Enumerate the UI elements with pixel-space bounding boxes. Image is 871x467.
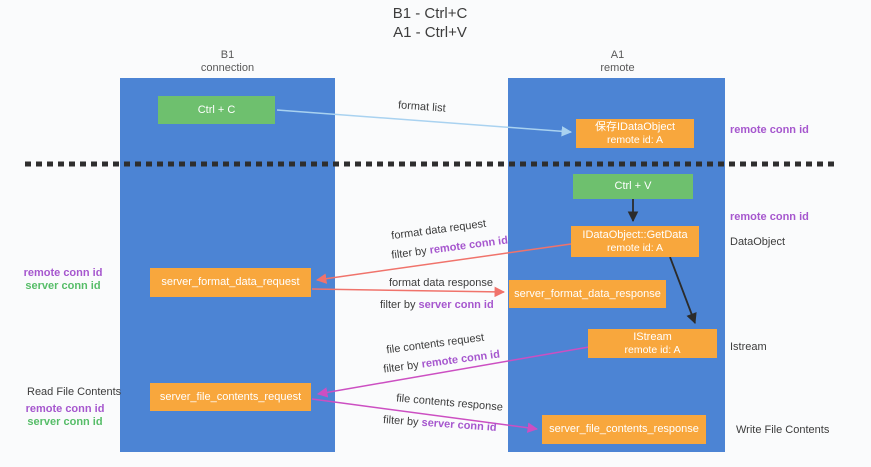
column-a1-name: A1 [610, 49, 625, 61]
server-file-contents-response-box: server_file_contents_response [542, 415, 706, 444]
diagram-title: B1 - Ctrl+C A1 - Ctrl+V [300, 4, 560, 42]
server-conn-id-text: server conn id [418, 299, 494, 311]
column-b1-role: connection [200, 62, 255, 74]
getdata-line2: remote id: A [606, 241, 664, 254]
format-data-request-arrow [315, 243, 572, 284]
ctrl-v-label: Ctrl + V [614, 180, 652, 192]
server-format-data-response-label: server_format_data_response [514, 287, 661, 300]
filter-by-server-conn-id-label-1: filter by server conn id [380, 299, 494, 311]
server-format-data-response-box: server_format_data_response [509, 280, 666, 308]
remote-conn-id-right-mid: remote conn id [730, 211, 809, 223]
istream-side-label: Istream [730, 341, 767, 353]
save-idataobject-line1: 保存IDataObject [594, 120, 676, 133]
file-contents-response-arrow [311, 398, 539, 433]
file-contents-request-arrow [316, 346, 590, 398]
read-file-contents-label: Read File Contents [27, 386, 122, 398]
title-line-2: A1 - Ctrl+V [393, 24, 467, 41]
server-format-data-request-label: server_format_data_request [161, 276, 300, 288]
server-file-contents-request-label: server_file_contents_request [159, 390, 302, 403]
getdata-to-istream-arrow [669, 256, 697, 325]
left-remote-conn-id-1: remote conn id [23, 267, 103, 279]
format-data-response-label: format data response [389, 277, 493, 289]
left-server-conn-id-2: server conn id [27, 416, 103, 428]
title-line-1: B1 - Ctrl+C [392, 5, 468, 22]
getdata-line1: IDataObject::GetData [582, 228, 688, 241]
column-header-b1: B1 connection [160, 49, 295, 75]
left-conn-id-block-1: remote conn id server conn id [12, 267, 114, 293]
left-remote-conn-id-2: remote conn id [25, 403, 105, 415]
istream-line1: IStream [633, 330, 672, 343]
server-file-contents-request-box: server_file_contents_request [150, 383, 311, 411]
istream-line2: remote id: A [624, 343, 681, 356]
server-format-data-request-box: server_format_data_request [150, 268, 311, 297]
ctrl-c-box: Ctrl + C [158, 96, 275, 124]
remote-conn-id-right-top: remote conn id [730, 124, 809, 136]
server-file-contents-response-label: server_file_contents_response [549, 423, 699, 435]
left-server-conn-id-1: server conn id [25, 280, 101, 292]
left-conn-id-block-2: remote conn id server conn id [14, 403, 116, 429]
save-idataobject-line2: remote id: A [606, 133, 664, 146]
ctrl-v-box: Ctrl + V [573, 174, 693, 199]
column-b1-name: B1 [220, 49, 235, 61]
format-list-arrow [276, 109, 573, 137]
ctrl-c-label: Ctrl + C [197, 103, 236, 116]
format-data-response-arrow [311, 286, 506, 298]
write-file-contents-label: Write File Contents [736, 424, 830, 436]
save-idataobject-box: 保存IDataObject remote id: A [576, 119, 694, 148]
idataobject-getdata-box: IDataObject::GetData remote id: A [571, 226, 699, 257]
filter-by-text: filter by [380, 299, 419, 311]
dataobject-label: DataObject [730, 236, 786, 248]
istream-box: IStream remote id: A [588, 329, 717, 358]
column-header-a1: A1 remote [550, 49, 685, 75]
column-a1-role: remote [600, 62, 635, 74]
